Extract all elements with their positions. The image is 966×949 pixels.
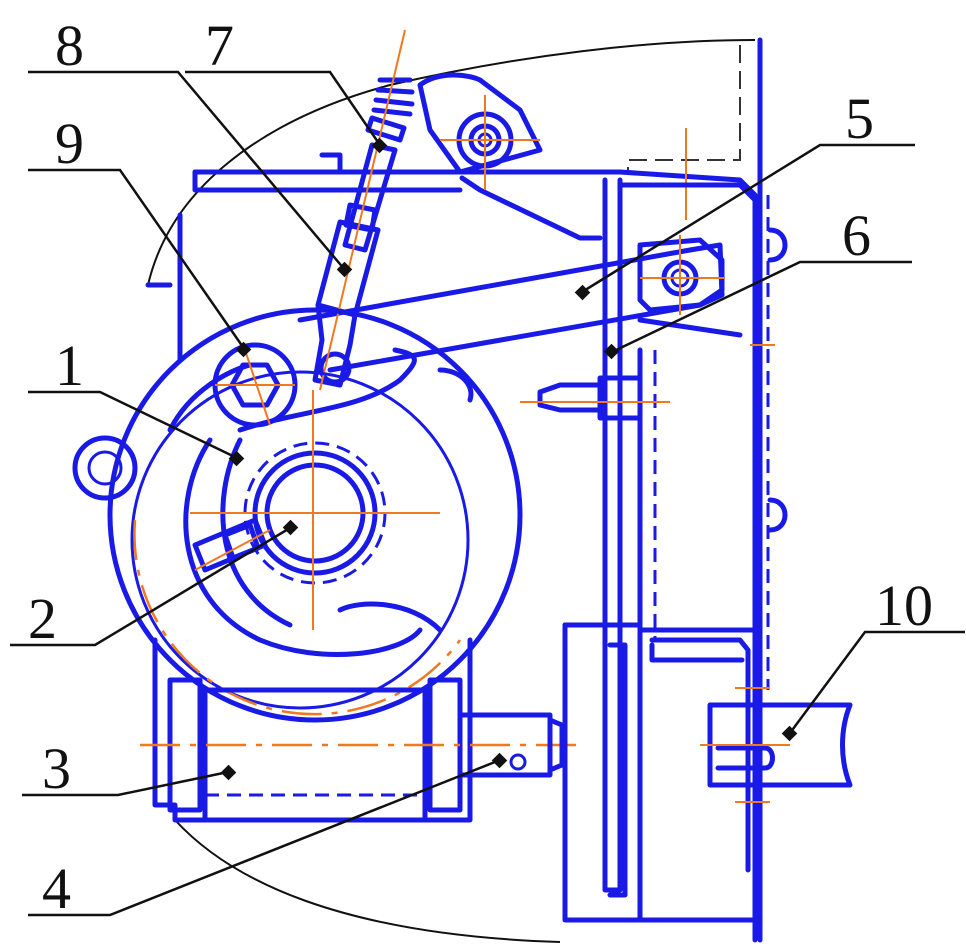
callout-8: 8 bbox=[55, 13, 84, 78]
marker-dot-7 bbox=[371, 137, 388, 154]
hub-4 bbox=[457, 712, 565, 778]
marker-dot-3 bbox=[220, 764, 237, 781]
lever-5 bbox=[297, 128, 725, 373]
bracket bbox=[562, 622, 758, 923]
housing-outline bbox=[147, 39, 756, 943]
callout-10: 10 bbox=[875, 573, 933, 638]
marker-dot-9 bbox=[235, 341, 252, 358]
marker-dot-10 bbox=[781, 725, 798, 742]
callout-7: 7 bbox=[205, 13, 234, 78]
callout-labels: 8 7 9 1 2 3 4 5 6 10 bbox=[28, 13, 933, 921]
callout-3: 3 bbox=[42, 736, 71, 801]
leader-lines bbox=[10, 70, 965, 917]
callout-9: 9 bbox=[55, 111, 84, 176]
callout-4: 4 bbox=[42, 856, 71, 921]
spring-rod-7 bbox=[312, 29, 543, 391]
frame bbox=[145, 37, 788, 943]
cam-1 bbox=[72, 307, 523, 723]
plate-6 bbox=[520, 177, 758, 893]
callout-1: 1 bbox=[55, 333, 84, 398]
shaft-10 bbox=[700, 344, 853, 803]
marker-dot-1 bbox=[228, 450, 245, 467]
shaft-2 bbox=[190, 390, 440, 630]
callout-5: 5 bbox=[845, 86, 874, 151]
marker-dots bbox=[220, 137, 798, 781]
roller-3 bbox=[140, 637, 580, 823]
callout-2: 2 bbox=[28, 586, 57, 651]
marker-dot-2 bbox=[282, 519, 299, 536]
callout-6: 6 bbox=[842, 203, 871, 268]
marker-dot-4 bbox=[491, 752, 508, 769]
